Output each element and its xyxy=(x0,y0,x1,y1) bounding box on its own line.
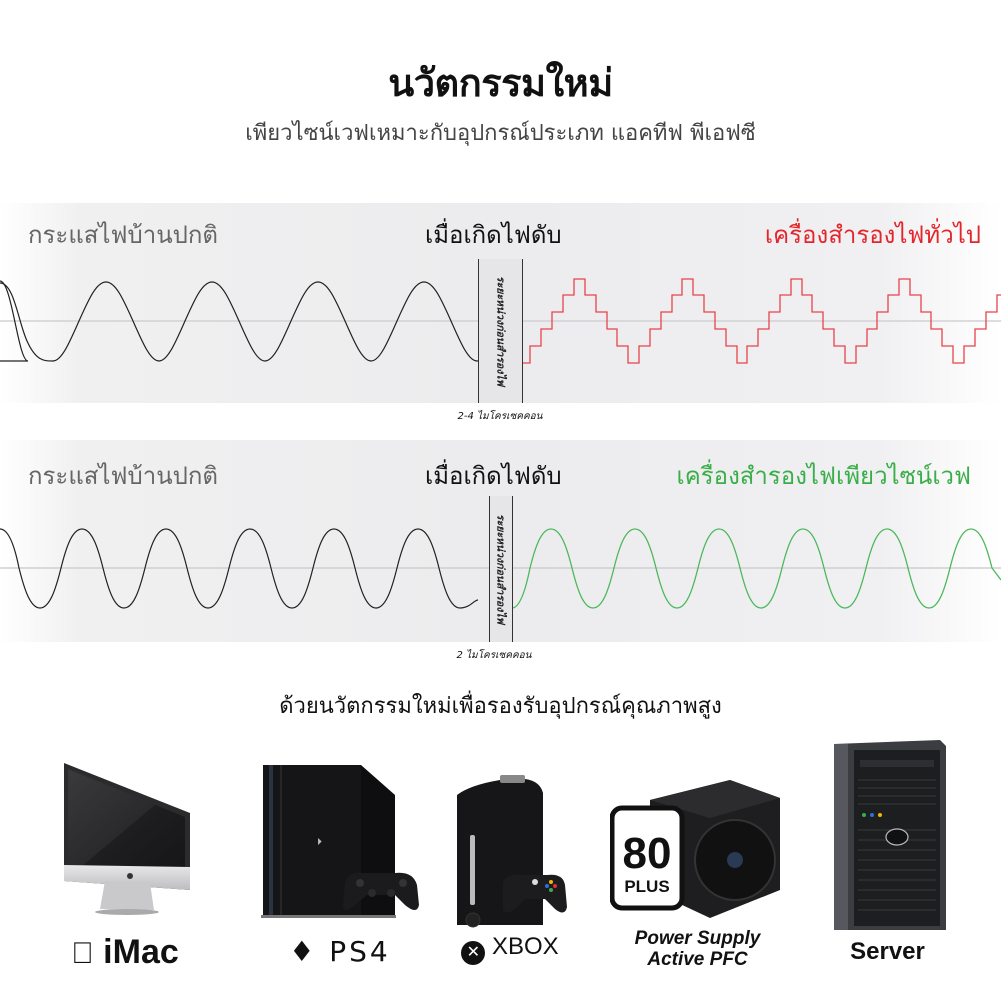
label-normal-power: กระแสไฟบ้านปกติ xyxy=(28,462,218,490)
stepped-backup-wave xyxy=(523,278,1001,364)
label-pure-sine-ups: เครื่องสำรองไฟเพียวไซน์เวฟ xyxy=(676,462,972,490)
page-subtitle: เพียวไซน์เวฟเหมาะกับอุปกรณ์ประเภท แอคทีฟ… xyxy=(245,121,756,146)
label-power-outage: เมื่อเกิดไฟดับ xyxy=(425,221,562,249)
device-label-xbox: ✕ XBOX xyxy=(445,933,575,965)
playstation-logo-icon: ♦ xyxy=(289,935,318,968)
normal-sine-wave xyxy=(0,280,29,362)
xbox-illustration xyxy=(457,775,567,928)
power-supply-illustration: 80 PLUS xyxy=(609,780,780,918)
comparison-panel-pure-sine-ups: กระแสไฟบ้านปกติ เมื่อเกิดไฟดับ เครื่องสำ… xyxy=(0,440,1001,642)
device-label-power-supply: Power Supply Active PFC xyxy=(634,928,761,970)
device-label-imac:  iMac xyxy=(50,933,200,972)
devices-heading: ด้วยนวัตกรรมใหม่เพื่อรองรับอุปกรณ์คุณภาพ… xyxy=(279,694,722,719)
transfer-delay-label: ระยะหน่วงก่อนสำรองไฟ xyxy=(494,275,506,387)
page-title: นวัตกรรมใหม่ xyxy=(388,61,613,105)
device-label-ps4: ♦ PS4 xyxy=(289,935,391,968)
server-illustration xyxy=(834,740,946,930)
apple-logo-icon:  xyxy=(71,937,94,970)
transfer-time-caption-standard: 2-4 ไมโครเซคคอน xyxy=(457,411,543,422)
label-normal-power: กระแสไฟบ้านปกติ xyxy=(28,221,218,249)
comparison-panel-standard-ups: กระแสไฟบ้านปกติ เมื่อเกิดไฟดับ เครื่องสำ… xyxy=(0,203,1001,403)
device-imac:  iMac xyxy=(50,755,200,980)
xbox-logo-icon: ✕ xyxy=(461,941,486,965)
device-power-supply: 80 PLUS Power Supply Active PFC xyxy=(609,770,785,980)
dell-logo-icon xyxy=(885,828,909,846)
device-xbox: ✕ XBOX xyxy=(445,765,575,980)
transfer-delay-gap: ระยะหน่วงก่อนสำรองไฟ xyxy=(478,259,523,403)
ps-logo-mark: ⏵ xyxy=(317,837,322,848)
80-plus-badge xyxy=(609,805,685,911)
ps4-illustration: ⏵ xyxy=(261,765,419,918)
transfer-delay-gap: ระยะหน่วงก่อนสำรองไฟ xyxy=(489,496,513,642)
normal-sine-wave-main xyxy=(0,281,480,362)
device-ps4: ⏵ ♦ PS4 xyxy=(255,755,425,980)
normal-sine-wave xyxy=(0,528,479,609)
transfer-time-caption-pure-sine: 2 ไมโครเซคคอน xyxy=(456,650,532,661)
svg-text:80: 80 xyxy=(623,829,672,878)
controller-shape xyxy=(503,874,567,913)
device-server: Server xyxy=(820,740,955,980)
label-standard-ups: เครื่องสำรองไฟทั่วไป xyxy=(764,221,981,249)
pure-sine-backup-wave xyxy=(511,528,1001,609)
device-label-server: Server xyxy=(850,938,925,965)
svg-text:PLUS: PLUS xyxy=(624,877,669,896)
label-power-outage: เมื่อเกิดไฟดับ xyxy=(425,462,562,490)
transfer-delay-label: ระยะหน่วงก่อนสำรองไฟ xyxy=(494,513,507,625)
imac-illustration xyxy=(64,763,190,915)
